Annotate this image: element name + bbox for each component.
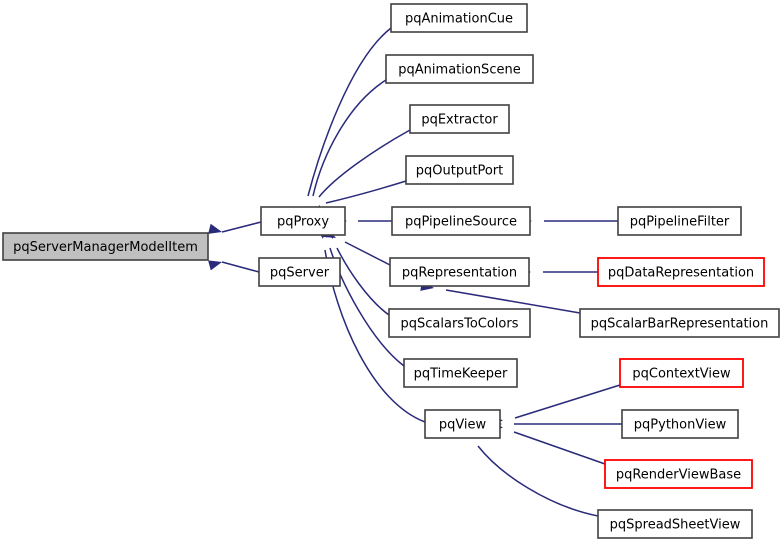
node-box[interactable] bbox=[604, 459, 753, 489]
node-box[interactable] bbox=[424, 409, 501, 439]
node-box[interactable] bbox=[260, 206, 346, 236]
edge-pqContextView-to-pqView bbox=[489, 384, 621, 423]
edge-pqPipelineFilter-to-pqPipelineSource bbox=[519, 215, 618, 227]
node-pqPipelineFilter[interactable]: pqPipelineFilter bbox=[617, 206, 742, 236]
node-box[interactable] bbox=[388, 308, 531, 338]
node-pqServer[interactable]: pqServer bbox=[258, 257, 341, 287]
node-box[interactable] bbox=[405, 155, 514, 185]
node-box[interactable] bbox=[403, 358, 518, 388]
node-pqScalarBarRepresentation[interactable]: pqScalarBarRepresentation bbox=[579, 308, 780, 338]
edge-line bbox=[318, 129, 411, 198]
node-box[interactable] bbox=[389, 257, 530, 287]
edge-pqDataRepresentation-to-pqRepresentation bbox=[518, 266, 598, 278]
node-box[interactable] bbox=[390, 3, 528, 33]
node-box[interactable] bbox=[409, 104, 510, 134]
node-pqSpreadSheetView[interactable]: pqSpreadSheetView bbox=[597, 509, 753, 539]
edge-line bbox=[221, 221, 262, 233]
node-pqTimeKeeper[interactable]: pqTimeKeeper bbox=[403, 358, 518, 388]
edge-pqProxy-to-pqServerManagerModelItem bbox=[208, 221, 262, 234]
node-pqAnimationCue[interactable]: pqAnimationCue bbox=[390, 3, 528, 33]
edge-line bbox=[477, 445, 599, 517]
edge-line bbox=[312, 79, 387, 197]
node-pqRenderViewBase[interactable]: pqRenderViewBase bbox=[604, 459, 753, 489]
node-box[interactable] bbox=[597, 257, 765, 287]
edge-line bbox=[344, 241, 391, 266]
edge-line bbox=[307, 27, 392, 197]
node-pqPipelineSource[interactable]: pqPipelineSource bbox=[391, 206, 531, 236]
node-box[interactable] bbox=[617, 206, 742, 236]
node-pqScalarsToColors[interactable]: pqScalarsToColors bbox=[388, 308, 531, 338]
edge-line bbox=[445, 289, 581, 314]
node-box[interactable] bbox=[2, 232, 209, 261]
arrowhead-icon bbox=[208, 223, 222, 234]
node-box[interactable] bbox=[258, 257, 341, 287]
node-pqRepresentation[interactable]: pqRepresentation bbox=[389, 257, 530, 287]
node-box[interactable] bbox=[579, 308, 780, 338]
node-box[interactable] bbox=[391, 206, 531, 236]
edge-pqPythonView-to-pqView bbox=[489, 418, 622, 430]
edge-pqServer-to-pqServerManagerModelItem bbox=[208, 260, 260, 273]
node-pqAnimationScene[interactable]: pqAnimationScene bbox=[385, 54, 534, 84]
edge-line bbox=[221, 261, 260, 273]
node-pqServerManagerModelItem[interactable]: pqServerManagerModelItem bbox=[2, 232, 209, 261]
node-box[interactable] bbox=[385, 54, 534, 84]
edge-pqTimeKeeper-to-pqProxy bbox=[318, 224, 405, 367]
node-box[interactable] bbox=[597, 509, 753, 539]
edge-pqRenderViewBase-to-pqView bbox=[489, 418, 606, 465]
nodes-layer: pqServerManagerModelItem pqProxy pqServer p… bbox=[2, 3, 780, 539]
node-pqPythonView[interactable]: pqPythonView bbox=[621, 409, 739, 439]
node-pqOutputPort[interactable]: pqOutputPort bbox=[405, 155, 514, 185]
edge-line bbox=[336, 247, 390, 316]
node-box[interactable] bbox=[619, 358, 744, 388]
edge-line bbox=[513, 431, 606, 465]
node-box[interactable] bbox=[621, 409, 739, 439]
node-pqDataRepresentation[interactable]: pqDataRepresentation bbox=[597, 257, 765, 287]
node-pqExtractor[interactable]: pqExtractor bbox=[409, 104, 510, 134]
arrowhead-icon bbox=[208, 260, 222, 271]
node-pqContextView[interactable]: pqContextView bbox=[619, 358, 744, 388]
node-pqView[interactable]: pqView bbox=[424, 409, 501, 439]
node-pqProxy[interactable]: pqProxy bbox=[260, 206, 346, 236]
edge-line bbox=[514, 384, 621, 419]
edge-line bbox=[325, 180, 407, 204]
